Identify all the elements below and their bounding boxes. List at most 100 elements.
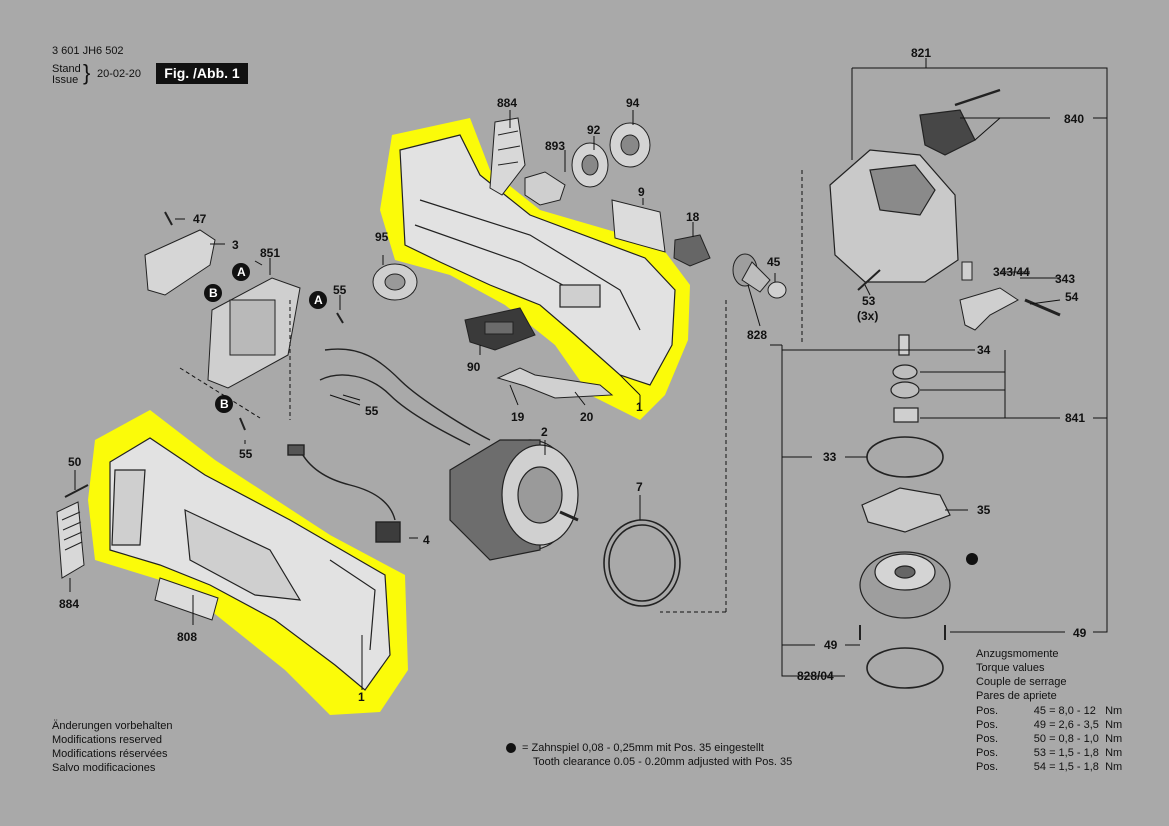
label-plate (154, 577, 219, 621)
retaining-ring (603, 519, 681, 607)
issue-date: 20-02-20 (97, 68, 142, 80)
torque-unit: Nm (1105, 761, 1123, 773)
torque-pos-label: Pos. (976, 719, 999, 731)
marker-a-2: A (314, 293, 323, 307)
callout-343: 343 (1055, 272, 1076, 286)
torque-heading-fr: Couple de serrage (976, 676, 1067, 688)
callout-821: 821 (911, 46, 932, 60)
callout-55-c: 55 (239, 447, 253, 461)
torque-part: 50 (1033, 733, 1046, 745)
callout-54: 54 (1065, 290, 1079, 304)
torque-unit: Nm (1105, 733, 1123, 745)
callout-53-qty: (3x) (857, 309, 879, 323)
torque-value: = 1,5 - 1,8 (1049, 747, 1099, 759)
torque-pos-label: Pos. (976, 733, 999, 745)
note-tooth-clearance-en: Tooth clearance 0.05 - 0.20mm adjusted w… (533, 756, 793, 768)
callout-18: 18 (686, 210, 700, 224)
callout-828-04: 828/04 (797, 669, 834, 683)
callout-55-a: 55 (333, 283, 347, 297)
torque-heading-en: Torque values (976, 662, 1045, 674)
leader-lines (69, 58, 1108, 690)
side-cover-left (56, 501, 85, 579)
callout-45: 45 (767, 255, 781, 269)
motor (449, 439, 579, 561)
callout-884-left: 884 (59, 597, 80, 611)
disclaimer-de: Änderungen vorbehalten (52, 720, 173, 732)
gear-head (829, 88, 1001, 283)
spindle-lock (959, 261, 1061, 331)
callout-7: 7 (636, 480, 643, 494)
document-number: 3 601 JH6 502 (52, 45, 124, 57)
reference-markers (204, 263, 978, 753)
callout-2: 2 (541, 425, 548, 439)
torque-pos-label: Pos. (976, 705, 999, 717)
callout-34: 34 (977, 343, 991, 357)
torque-pos-label: Pos. (976, 747, 999, 759)
callout-343-44: 343/44 (993, 265, 1030, 279)
callout-884-top: 884 (497, 96, 518, 110)
stand-label: Stand (52, 63, 81, 75)
pinion-gear (732, 253, 787, 299)
housing-half-upper (399, 134, 676, 386)
torque-row: Pos. 49 = 2,6 - 3,5 Nm (976, 719, 1122, 732)
marker-b-1: B (209, 286, 218, 300)
torque-unit: Nm (1105, 747, 1123, 759)
callout-50: 50 (68, 455, 82, 469)
torque-row: Pos. 53 = 1,5 - 1,8 Nm (976, 747, 1122, 760)
disclaimer-en: Modifications reserved (52, 734, 163, 746)
bearing-and-fan-parts (372, 122, 651, 301)
torque-value: = 8,0 - 12 (1049, 705, 1096, 717)
torque-value: = 1,5 - 1,8 (1049, 761, 1099, 773)
callout-92: 92 (587, 123, 601, 137)
callout-808: 808 (177, 630, 198, 644)
torque-heading-es: Pares de apriete (976, 690, 1057, 702)
electronic-module (144, 229, 301, 389)
torque-unit: Nm (1105, 719, 1123, 731)
brace-glyph: } (83, 60, 91, 85)
marker-a-1: A (237, 265, 246, 279)
callout-49-left: 49 (824, 638, 838, 652)
disclaimer-es: Salvo modificaciones (52, 762, 156, 774)
callout-47: 47 (193, 212, 207, 226)
torque-value: = 2,6 - 3,5 (1049, 719, 1099, 731)
note-tooth-clearance-de: = Zahnspiel 0,08 - 0,25mm mit Pos. 35 ei… (522, 742, 764, 754)
torque-row: Pos. 45 = 8,0 - 12 Nm (976, 705, 1122, 718)
figure-label: Fig. /Abb. 1 (156, 63, 248, 84)
callout-20: 20 (580, 410, 594, 424)
torque-part: 49 (1033, 719, 1046, 731)
callout-9: 9 (638, 185, 645, 199)
callout-49-right: 49 (1073, 626, 1087, 640)
callout-841: 841 (1065, 411, 1086, 425)
switch-slider (496, 367, 614, 399)
housing-half-lower (109, 437, 391, 691)
cable-harness (287, 348, 491, 543)
callout-53: 53 (862, 294, 876, 308)
callout-3: 3 (232, 238, 239, 252)
torque-row: Pos. 50 = 0,8 - 1,0 Nm (976, 733, 1122, 746)
torque-unit: Nm (1105, 705, 1123, 717)
battery-latch (673, 234, 711, 267)
callout-893: 893 (545, 139, 566, 153)
issue-label: Issue (52, 74, 79, 86)
torque-pos-label: Pos. (976, 761, 999, 773)
marker-b-2: B (220, 397, 229, 411)
callout-95: 95 (375, 230, 389, 244)
side-cover-top (489, 117, 526, 196)
callout-19: 19 (511, 410, 525, 424)
spindle-stack (859, 334, 951, 689)
callout-1-lower: 1 (358, 690, 365, 704)
callout-1-upper: 1 (636, 400, 643, 414)
callout-851: 851 (260, 246, 281, 260)
callout-840: 840 (1064, 112, 1085, 126)
callout-94: 94 (626, 96, 640, 110)
callout-33: 33 (823, 450, 837, 464)
torque-part: 53 (1033, 747, 1046, 759)
battery-indicator (464, 307, 536, 351)
torque-part: 45 (1033, 705, 1046, 717)
callout-35: 35 (977, 503, 991, 517)
torque-value: = 0,8 - 1,0 (1049, 733, 1099, 745)
callout-55-b: 55 (365, 404, 379, 418)
